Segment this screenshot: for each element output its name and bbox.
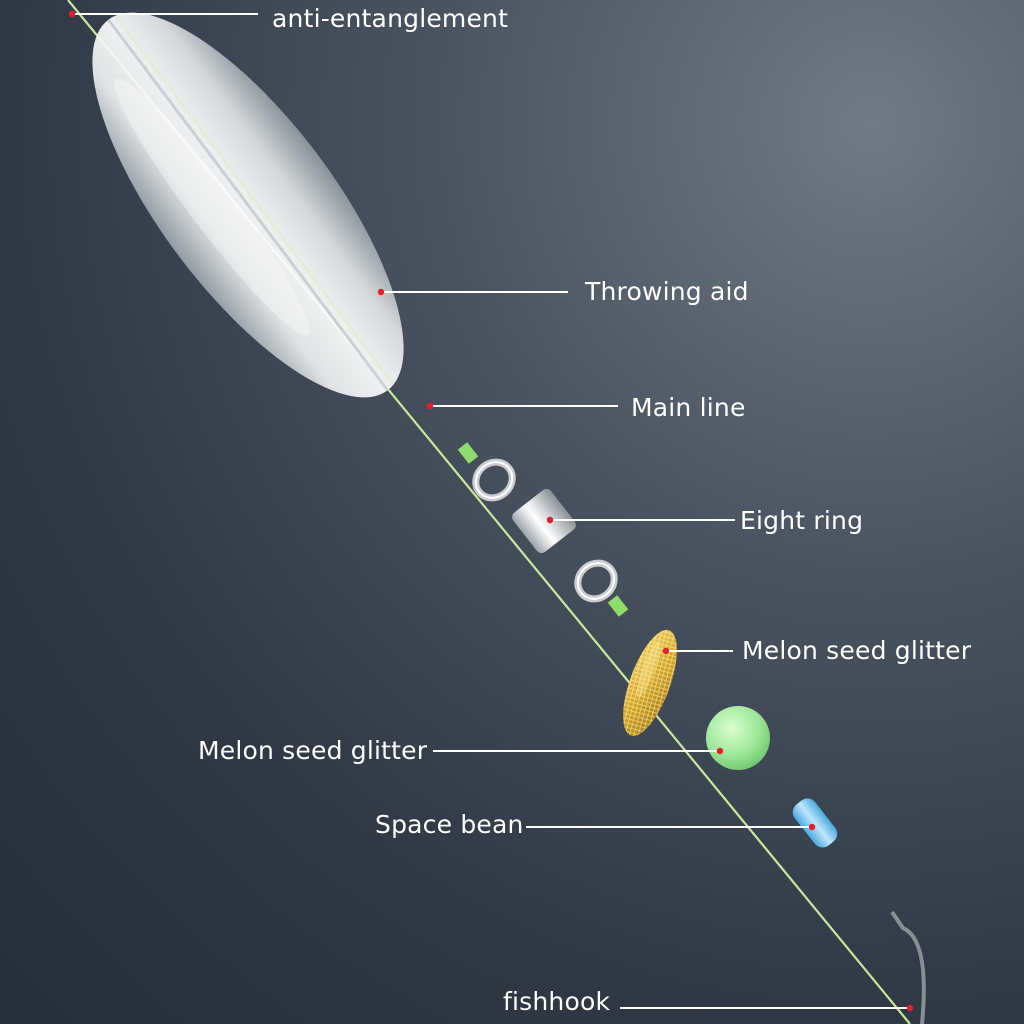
glow-bead [706, 706, 770, 770]
melon-seed-spinner [623, 629, 677, 737]
label-anti-entanglement: anti-entanglement [272, 4, 509, 33]
line-stopper-top [457, 442, 479, 464]
label-melon-seed-glitter-spinner: Melon seed glitter [742, 636, 972, 665]
label-melon-seed-glitter-bead: Melon seed glitter [198, 736, 428, 765]
fishhook-shape [890, 910, 926, 1024]
callout-lines [72, 13, 910, 1009]
label-fishhook: fishhook [503, 987, 611, 1016]
line-stopper-bottom [607, 595, 629, 617]
label-space-bean: Space bean [375, 810, 524, 839]
label-throwing-aid: Throwing aid [585, 277, 749, 306]
eight-ring-swivel [472, 458, 618, 603]
label-main-line: Main line [631, 393, 746, 422]
space-bean [792, 798, 838, 848]
marker-dots [68, 10, 914, 1012]
label-eight-ring: Eight ring [740, 506, 864, 535]
throwing-aid-float [92, 12, 404, 398]
